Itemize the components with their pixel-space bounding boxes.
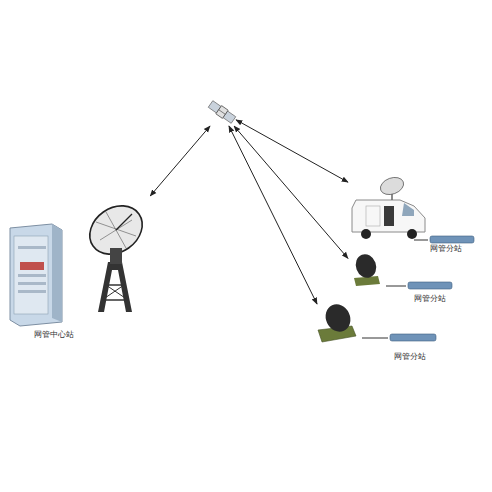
remote-station: 网管分站 xyxy=(348,256,458,306)
station-label: 网管分站 xyxy=(430,244,462,254)
link-arrow xyxy=(236,120,348,182)
link-arrow xyxy=(150,126,210,196)
link-arrow xyxy=(234,126,348,258)
remote-station: 网管分站 xyxy=(348,172,478,256)
modem xyxy=(362,236,474,341)
station-label: 网管分站 xyxy=(394,352,426,362)
portable-dish xyxy=(318,300,356,342)
station-label: 网管中心站 xyxy=(34,330,74,340)
satellite xyxy=(208,100,237,124)
remote-station: 网管分站 xyxy=(312,304,442,364)
central-station: 网管中心站 xyxy=(6,196,152,346)
dish-antenna xyxy=(80,196,151,312)
satellite-node xyxy=(208,98,236,126)
server-rack xyxy=(10,224,62,326)
satellite-van xyxy=(352,174,425,239)
station-label: 网管分站 xyxy=(414,294,446,304)
portable-dish xyxy=(352,251,380,286)
link-arrow xyxy=(229,126,317,304)
